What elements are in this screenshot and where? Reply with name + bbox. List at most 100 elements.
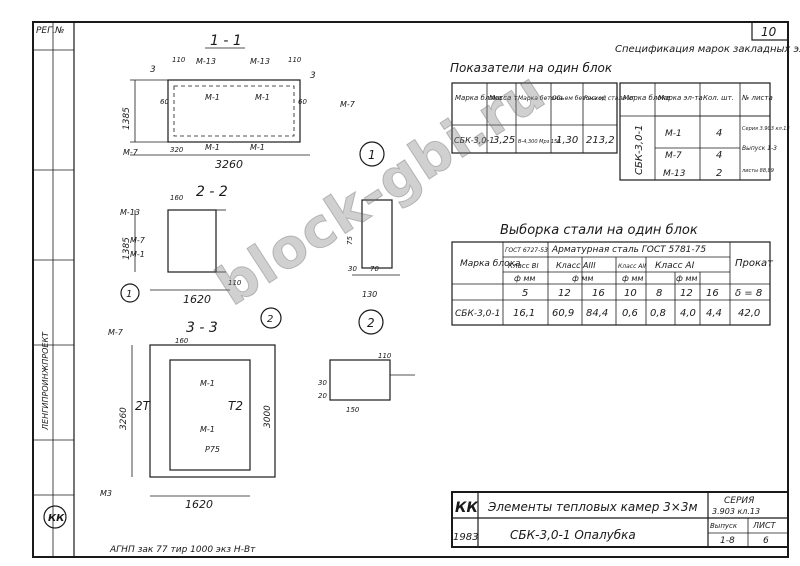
steel-phi-4: ф мм xyxy=(676,274,697,283)
steel-phi-3: ф мм xyxy=(622,274,643,283)
svg-text:110: 110 xyxy=(288,56,302,64)
svg-text:16: 16 xyxy=(592,288,605,299)
svg-text:84,4: 84,4 xyxy=(586,308,608,319)
svg-text:М-1: М-1 xyxy=(255,93,270,102)
svg-text:М-1: М-1 xyxy=(250,143,265,152)
ind-h-mark: Марка блока xyxy=(455,94,502,102)
svg-text:δ = 8: δ = 8 xyxy=(735,288,762,299)
title-series: 3.903 кл.13 xyxy=(712,507,760,516)
spec-r1-qty: 4 xyxy=(716,128,722,139)
spec-h-mark: Марка блока xyxy=(623,94,670,102)
section-3-width: 1620 xyxy=(185,498,213,511)
stamp-text: КК xyxy=(48,513,65,524)
spec-r1-mark: М-1 xyxy=(665,129,682,139)
svg-text:М-1: М-1 xyxy=(205,93,220,102)
sheet-number: 10 xyxy=(761,25,777,39)
title-name: Элементы тепловых камер 3×3м xyxy=(487,500,698,514)
indicators-table xyxy=(451,82,618,154)
title-sheet-name: СБК-3,0-1 Опалубка xyxy=(510,528,636,542)
steel-phi-2: ф мм xyxy=(572,274,593,283)
sheet-frame xyxy=(32,21,789,558)
title-issue: 1-8 xyxy=(720,536,735,546)
svg-text:0,8: 0,8 xyxy=(650,308,666,319)
reg-label: РЕГ.№ xyxy=(36,26,64,36)
section-3-label: 3 - 3 xyxy=(186,320,218,336)
svg-text:2Т: 2Т xyxy=(135,399,152,413)
svg-text:М-7: М-7 xyxy=(123,148,139,157)
title-org: КК xyxy=(455,500,478,516)
svg-text:60: 60 xyxy=(298,98,307,106)
ind-h-concrete: Марка бетона xyxy=(518,95,562,102)
bottom-note: АГНП зак 77 тир 1000 экз Н-Вт xyxy=(109,545,256,555)
spec-r3-qty: 2 xyxy=(716,168,722,179)
spec-r2-qty: 4 xyxy=(716,150,722,161)
svg-text:1: 1 xyxy=(126,289,132,300)
org-vertical-text: ЛЕНГИПРОИНЖПРОЕКТ xyxy=(41,331,50,431)
svg-text:М-13: М-13 xyxy=(120,208,140,217)
spec-table xyxy=(619,82,771,181)
ind-h-mass: Масса т xyxy=(489,94,519,102)
svg-text:М-7: М-7 xyxy=(108,328,124,337)
spec-r2-sheet: Выпуск 1-3 xyxy=(742,145,777,152)
svg-text:М-1: М-1 xyxy=(130,250,145,259)
svg-text:М-13: М-13 xyxy=(250,57,270,66)
svg-text:Т2: Т2 xyxy=(228,399,243,413)
title-block xyxy=(451,491,789,548)
svg-text:М-13: М-13 xyxy=(196,57,216,66)
spec-r3-sheet: листы 88,89 xyxy=(741,168,774,174)
section-1-outline xyxy=(167,79,301,143)
spec-h-qty: Кол. шт. xyxy=(703,94,734,102)
svg-text:8: 8 xyxy=(656,288,662,299)
svg-text:1: 1 xyxy=(368,148,376,162)
section-2-height: 1385 xyxy=(122,237,132,260)
svg-text:60: 60 xyxy=(160,98,169,106)
spec-h-element: Марка эл-та xyxy=(658,94,703,102)
svg-text:М-1: М-1 xyxy=(205,143,220,152)
svg-text:110: 110 xyxy=(228,279,242,287)
view-mark-1 xyxy=(359,141,385,167)
title-year: 1983 xyxy=(453,532,478,543)
svg-text:2: 2 xyxy=(367,316,375,330)
spec-r2-mark: М-7 xyxy=(665,151,682,161)
ind-v-volume: 1,30 xyxy=(556,135,578,146)
svg-text:М-1: М-1 xyxy=(200,425,215,434)
svg-text:12: 12 xyxy=(680,288,693,299)
spec-r3-mark: М-13 xyxy=(663,169,686,179)
ind-v-mass: 3,25 xyxy=(493,135,515,146)
section-1-label: 1 - 1 xyxy=(210,33,242,49)
svg-text:4,0: 4,0 xyxy=(680,308,696,319)
svg-text:М-7: М-7 xyxy=(340,100,356,109)
steel-row-mark: СБК-3,0-1 xyxy=(455,309,500,319)
svg-text:М-1: М-1 xyxy=(200,379,215,388)
spec-title: Спецификация марок закладных элементов н… xyxy=(615,43,800,55)
steel-prokat: Прокат xyxy=(735,258,774,269)
steel-rebar-header: Арматурная сталь ГОСТ 5781-75 xyxy=(551,245,706,255)
steel-class-b1: Класс ВI xyxy=(508,262,539,270)
svg-text:110: 110 xyxy=(378,352,392,360)
svg-text:Р75: Р75 xyxy=(205,445,220,454)
steel-class-a2: Класс АII xyxy=(618,263,646,270)
svg-text:160: 160 xyxy=(175,337,189,345)
section-3-inner: 3000 xyxy=(263,405,273,428)
svg-text:20: 20 xyxy=(318,392,327,400)
svg-text:5: 5 xyxy=(522,288,528,299)
svg-text:320: 320 xyxy=(170,146,184,154)
svg-text:10: 10 xyxy=(624,288,637,299)
svg-text:М3: М3 xyxy=(100,489,112,498)
svg-text:М-7: М-7 xyxy=(130,236,146,245)
svg-text:2: 2 xyxy=(267,314,273,325)
svg-text:60,9: 60,9 xyxy=(552,308,574,319)
svg-text:12: 12 xyxy=(558,288,571,299)
svg-text:16,1: 16,1 xyxy=(513,308,535,319)
indicators-title: Показатели на один блок xyxy=(450,61,613,75)
ind-h-volume: Объем бетона м³ xyxy=(552,95,606,102)
svg-text:75: 75 xyxy=(346,236,354,245)
view-mark-1-small xyxy=(120,283,140,303)
spec-block: СБК-3,0-1 xyxy=(634,125,645,175)
section-1-width: 3260 xyxy=(215,158,243,171)
title-issue-label: Выпуск xyxy=(710,522,738,530)
svg-text:42,0: 42,0 xyxy=(738,308,760,319)
svg-text:130: 130 xyxy=(362,290,377,299)
view-mark-2-small xyxy=(260,307,282,329)
